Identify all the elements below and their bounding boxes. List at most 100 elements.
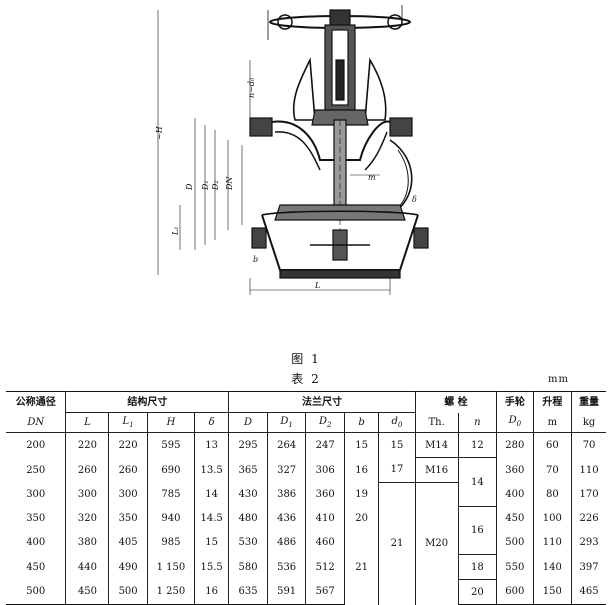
- cell-dn: 250: [6, 457, 67, 483]
- cell-D0: 450: [496, 506, 534, 531]
- cell-b: 15: [344, 432, 380, 458]
- header-bolt: 螺 栓: [415, 391, 498, 413]
- cell-L: 220: [65, 432, 110, 458]
- cell-L: 320: [65, 506, 110, 531]
- cell-D2: 247: [305, 432, 345, 458]
- cell-D: 365: [228, 457, 268, 483]
- cell-D: 580: [228, 554, 268, 580]
- label-delta: δ: [412, 195, 417, 204]
- subheader-D: D: [228, 412, 268, 433]
- valve-cross-section-drawing: n−d₀ ~H D D₁ D₂ DN L₁ L b m δ: [155, 5, 429, 295]
- cell-m: 70: [533, 457, 573, 483]
- cell-D2: 512: [305, 554, 345, 580]
- cell-L1: 300: [108, 482, 148, 507]
- cell-D2: 360: [305, 482, 345, 507]
- label-n-d0: n−d₀: [247, 77, 256, 98]
- cell-th-merged: M20: [415, 482, 459, 605]
- yoke: [292, 24, 387, 126]
- table-row: 400 380 405 985 15 530 486 460 21 500 11…: [6, 530, 606, 605]
- header-lift: 升程: [533, 391, 573, 413]
- table-row: 300 300 300 785 14 430 386 360 19 21 M20…: [6, 482, 606, 605]
- cell-delta: 14.5: [194, 506, 230, 531]
- cell-m: 150: [533, 579, 573, 605]
- subheader-delta: δ: [194, 412, 230, 433]
- table-row: 500 450 500 1 250 16 635 591 567 20 600 …: [6, 579, 606, 605]
- cell-H: 785: [147, 482, 196, 507]
- subheader-D0: D0: [496, 412, 534, 433]
- cell-delta: 15.5: [194, 554, 230, 580]
- cell-L1: 490: [108, 554, 148, 580]
- cell-b: 16: [344, 457, 380, 483]
- cell-d0-merged: 21: [378, 482, 416, 605]
- cell-D0: 600: [496, 579, 534, 605]
- cell-D1: 327: [267, 457, 307, 483]
- subheader-th: Th.: [415, 412, 459, 433]
- table-row: 250 260 260 690 13.5 365 327 306 16 17 M…: [6, 457, 606, 507]
- table-caption: 表 2: [291, 372, 321, 386]
- cell-L: 440: [65, 554, 110, 580]
- cell-D1: 386: [267, 482, 307, 507]
- subheader-L1: L1: [108, 412, 148, 433]
- label-L: L: [314, 281, 320, 290]
- cell-m: 100: [533, 506, 573, 531]
- figure-caption: 图 1: [291, 352, 321, 366]
- cell-D1: 264: [267, 432, 307, 458]
- cell-kg: 70: [582, 439, 596, 451]
- cell-D2: 460: [305, 530, 345, 555]
- cell-H: 1 250: [147, 579, 196, 605]
- table-header-row-2: DN L L1 H δ D D1 D2 b d0 Th. n D0 m kg: [6, 412, 606, 433]
- dimension-lines: [157, 10, 391, 295]
- cell-D0: 400: [496, 482, 534, 507]
- table-row: 200 220 220 595 13 295 264 247 15 15 M14…: [6, 432, 606, 458]
- cell-L1: 405: [108, 530, 148, 555]
- cell-n: 18: [458, 554, 498, 580]
- cell-L: 300: [65, 482, 110, 507]
- subheader-m: m: [533, 412, 573, 433]
- cell-kg: 397: [579, 561, 599, 573]
- subheader-H: H: [147, 412, 196, 433]
- label-H: ~H: [155, 125, 164, 140]
- cell-d0: 15: [378, 432, 416, 458]
- header-structure: 结构尺寸: [65, 391, 230, 413]
- cell-D2: 306: [305, 457, 345, 483]
- cell-b-merged: 21: [344, 530, 380, 605]
- label-m: m: [368, 173, 376, 182]
- header-flange: 法兰尺寸: [228, 391, 416, 413]
- cell-dn: 400: [6, 530, 67, 555]
- cell-D1: 536: [267, 554, 307, 580]
- subheader-D2: D2: [305, 412, 345, 433]
- lower-body: [251, 204, 429, 279]
- cell-m: 80: [533, 482, 573, 507]
- cell-th: M16: [415, 457, 459, 483]
- cell-m: 110: [533, 530, 573, 555]
- cell-H: 690: [147, 457, 196, 483]
- cell-L1: 500: [108, 579, 148, 605]
- cell-D: 295: [228, 432, 268, 458]
- cell-m: 60: [533, 432, 573, 458]
- table-header-row-1: 公称通径 结构尺寸 法兰尺寸 螺 栓 手轮 升程 重量: [6, 391, 606, 413]
- cell-D0: 500: [496, 530, 534, 555]
- cell-D: 430: [228, 482, 268, 507]
- header-handwheel: 手轮: [496, 391, 534, 413]
- subheader-kg: kg: [571, 412, 606, 433]
- cell-dn: 500: [6, 579, 67, 605]
- cell-D: 530: [228, 530, 268, 555]
- label-D: D: [185, 183, 194, 191]
- cell-delta: 15: [194, 530, 230, 555]
- cell-dn: 200: [6, 432, 67, 458]
- cell-dn: 450: [6, 554, 67, 580]
- cell-L: 260: [65, 457, 110, 483]
- cell-n: 20: [458, 579, 498, 605]
- cell-H: 1 150: [147, 554, 196, 580]
- cell-L1: 350: [108, 506, 148, 531]
- cell-L1: 220: [108, 432, 148, 458]
- cell-m: 140: [533, 554, 573, 580]
- cell-n: 16: [458, 506, 498, 555]
- cell-D0: 280: [496, 432, 534, 458]
- cell-kg: 110: [579, 464, 599, 476]
- subheader-dn: DN: [6, 412, 67, 433]
- body-flange: [249, 117, 413, 171]
- cell-dn: 300: [6, 482, 67, 507]
- cell-delta: 13.5: [194, 457, 230, 483]
- subheader-L: L: [65, 412, 110, 433]
